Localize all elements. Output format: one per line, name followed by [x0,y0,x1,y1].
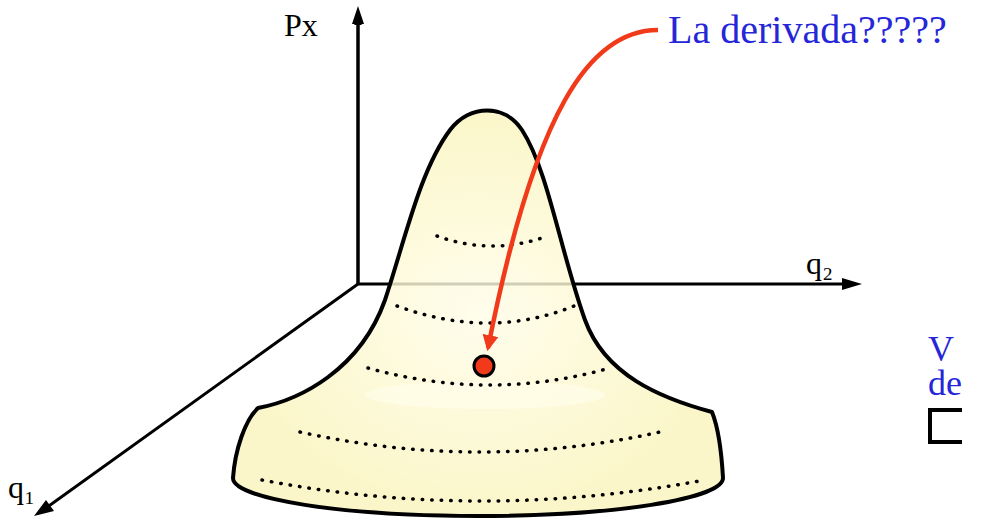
px-axis-head [352,6,364,24]
contour-line [397,306,574,323]
point-marker [474,356,494,376]
contour-line [300,432,660,452]
surface-highlight [365,381,605,409]
box-fragment [930,410,962,442]
leader-arrow [488,30,658,348]
note-text: de [928,364,962,404]
bell-surface [233,111,723,516]
callout-label: La derivada????? [668,8,947,52]
contour-line [262,480,705,501]
axis-label: Px [284,8,318,43]
q2-axis-head [842,278,862,290]
q1-axis-head [34,500,54,516]
axes [34,6,862,516]
axis-label: q₁ [8,470,35,505]
px-axis-line [357,12,360,284]
contour-line [437,236,548,246]
axis-label: q₂ [806,246,833,281]
contour-lines [262,236,705,501]
